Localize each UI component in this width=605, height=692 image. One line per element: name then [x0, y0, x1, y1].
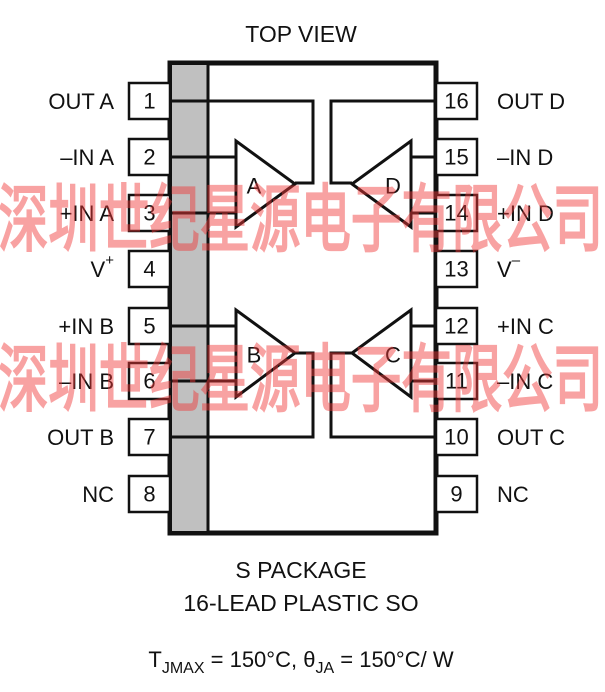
- pin-4-box: [127, 249, 172, 289]
- pin-3-box: [127, 193, 172, 233]
- pin-1-number: 1: [143, 89, 155, 114]
- pin-1-label: OUT A: [48, 89, 114, 114]
- amplifier-a-label: A: [247, 174, 262, 199]
- pin-12-box: [434, 306, 479, 346]
- pin-4-label: V+: [91, 252, 115, 282]
- internal-wiring: [170, 99, 436, 439]
- footnote-theta-sub: JA: [315, 660, 334, 677]
- footnote-theta: θ: [303, 647, 315, 672]
- package-name: S PACKAGE: [235, 557, 366, 583]
- pin-5-label: +IN B: [58, 314, 114, 339]
- watermark: 深圳世纪星源电子有限公司 深圳世纪星源电子有限公司: [0, 177, 603, 423]
- watermark-line-2: 深圳世纪星源电子有限公司: [0, 337, 603, 423]
- pin-1: 1 OUT A: [48, 81, 172, 121]
- pin-13: 13 V–: [434, 249, 521, 289]
- pin-11-box: [434, 361, 479, 401]
- pin-2-number: 2: [143, 145, 155, 170]
- pin-13-box: [434, 249, 479, 289]
- pin-2-label: –IN A: [60, 145, 114, 170]
- pin-7-box: [127, 417, 172, 457]
- pin-15-box: [434, 137, 479, 177]
- pin-4: 4 V+: [91, 249, 172, 289]
- pin-16: 16 OUT D: [434, 81, 565, 121]
- pin-9-box: [434, 474, 479, 514]
- pin-11-label: –IN C: [497, 369, 553, 394]
- watermark-line-1: 深圳世纪星源电子有限公司: [0, 177, 603, 263]
- pin-4-number: 4: [143, 257, 155, 282]
- pin-2: 2 –IN A: [60, 137, 172, 177]
- package-body: [167, 60, 439, 536]
- footnote-theta-value: = 150°C/ W: [334, 647, 454, 672]
- pin-10-label: OUT C: [497, 425, 565, 450]
- pin-12-label: +IN C: [497, 314, 554, 339]
- pin-6-number: 6: [143, 369, 155, 394]
- wire-out-d: [329, 99, 436, 185]
- package-description: 16-LEAD PLASTIC SO: [183, 590, 418, 616]
- pin-9-label: NC: [497, 482, 529, 507]
- amplifier-b-label: B: [247, 343, 262, 368]
- pin-15-label: –IN D: [497, 145, 553, 170]
- pin-16-number: 16: [444, 89, 468, 114]
- pin-3-number: 3: [143, 201, 155, 226]
- pin-14: 14 +IN D: [434, 193, 554, 233]
- wire-out-b: [170, 351, 315, 439]
- pin-3-label: +IN A: [60, 201, 115, 226]
- pin-8-number: 8: [143, 482, 155, 507]
- pin-5-number: 5: [143, 314, 155, 339]
- thermal-footnote: TJMAX = 150°C, θJA = 150°C/ W: [148, 647, 453, 677]
- footnote-t: T: [148, 647, 161, 672]
- pin-14-number: 14: [444, 201, 468, 226]
- pin-15-number: 15: [444, 145, 468, 170]
- wire-out-a: [170, 99, 315, 185]
- pin-9: 9 NC: [434, 474, 529, 514]
- pin-15: 15 –IN D: [434, 137, 553, 177]
- amplifier-d: D: [349, 138, 413, 230]
- amplifier-a: A: [234, 138, 298, 230]
- amplifier-d-label: D: [385, 174, 401, 199]
- top-view-title: TOP VIEW: [245, 21, 357, 47]
- pin-10: 10 OUT C: [434, 417, 565, 457]
- left-pins: 1 OUT A 2 –IN A 3 +IN A 4 V+ 5 +IN B 6 –IN B 7 OUT B 8…: [47, 81, 172, 514]
- pin-13-number: 13: [444, 257, 468, 282]
- pin-7-number: 7: [143, 425, 155, 450]
- pin-3: 3 +IN A: [60, 193, 172, 233]
- pin-9-number: 9: [450, 482, 462, 507]
- pin-11-number: 11: [445, 369, 468, 394]
- pin-11: 11 –IN C: [434, 361, 553, 401]
- footnote-t-sub: JMAX: [162, 660, 205, 677]
- amplifier-b: B: [234, 307, 298, 400]
- pin-7-label: OUT B: [47, 425, 114, 450]
- pin-7: 7 OUT B: [47, 417, 172, 457]
- pin1-stripe: [172, 65, 208, 531]
- pin-12-number: 12: [444, 314, 468, 339]
- footnote-t-value: = 150°C,: [205, 647, 304, 672]
- pin-6: 6 –IN B: [59, 361, 172, 401]
- pin-8: 8 NC: [82, 474, 172, 514]
- pin-13-label: V–: [497, 252, 521, 282]
- pin-16-label: OUT D: [497, 89, 565, 114]
- pin-6-label: –IN B: [59, 369, 114, 394]
- amplifier-c: C: [349, 307, 413, 400]
- pin-10-number: 10: [444, 425, 468, 450]
- pin-8-box: [127, 474, 172, 514]
- wire-out-c: [329, 351, 436, 439]
- pin-14-box: [434, 193, 479, 233]
- pin-14-label: +IN D: [497, 201, 554, 226]
- pin-12: 12 +IN C: [434, 306, 554, 346]
- pin-8-label: NC: [82, 482, 114, 507]
- amplifier-c-label: C: [385, 343, 401, 368]
